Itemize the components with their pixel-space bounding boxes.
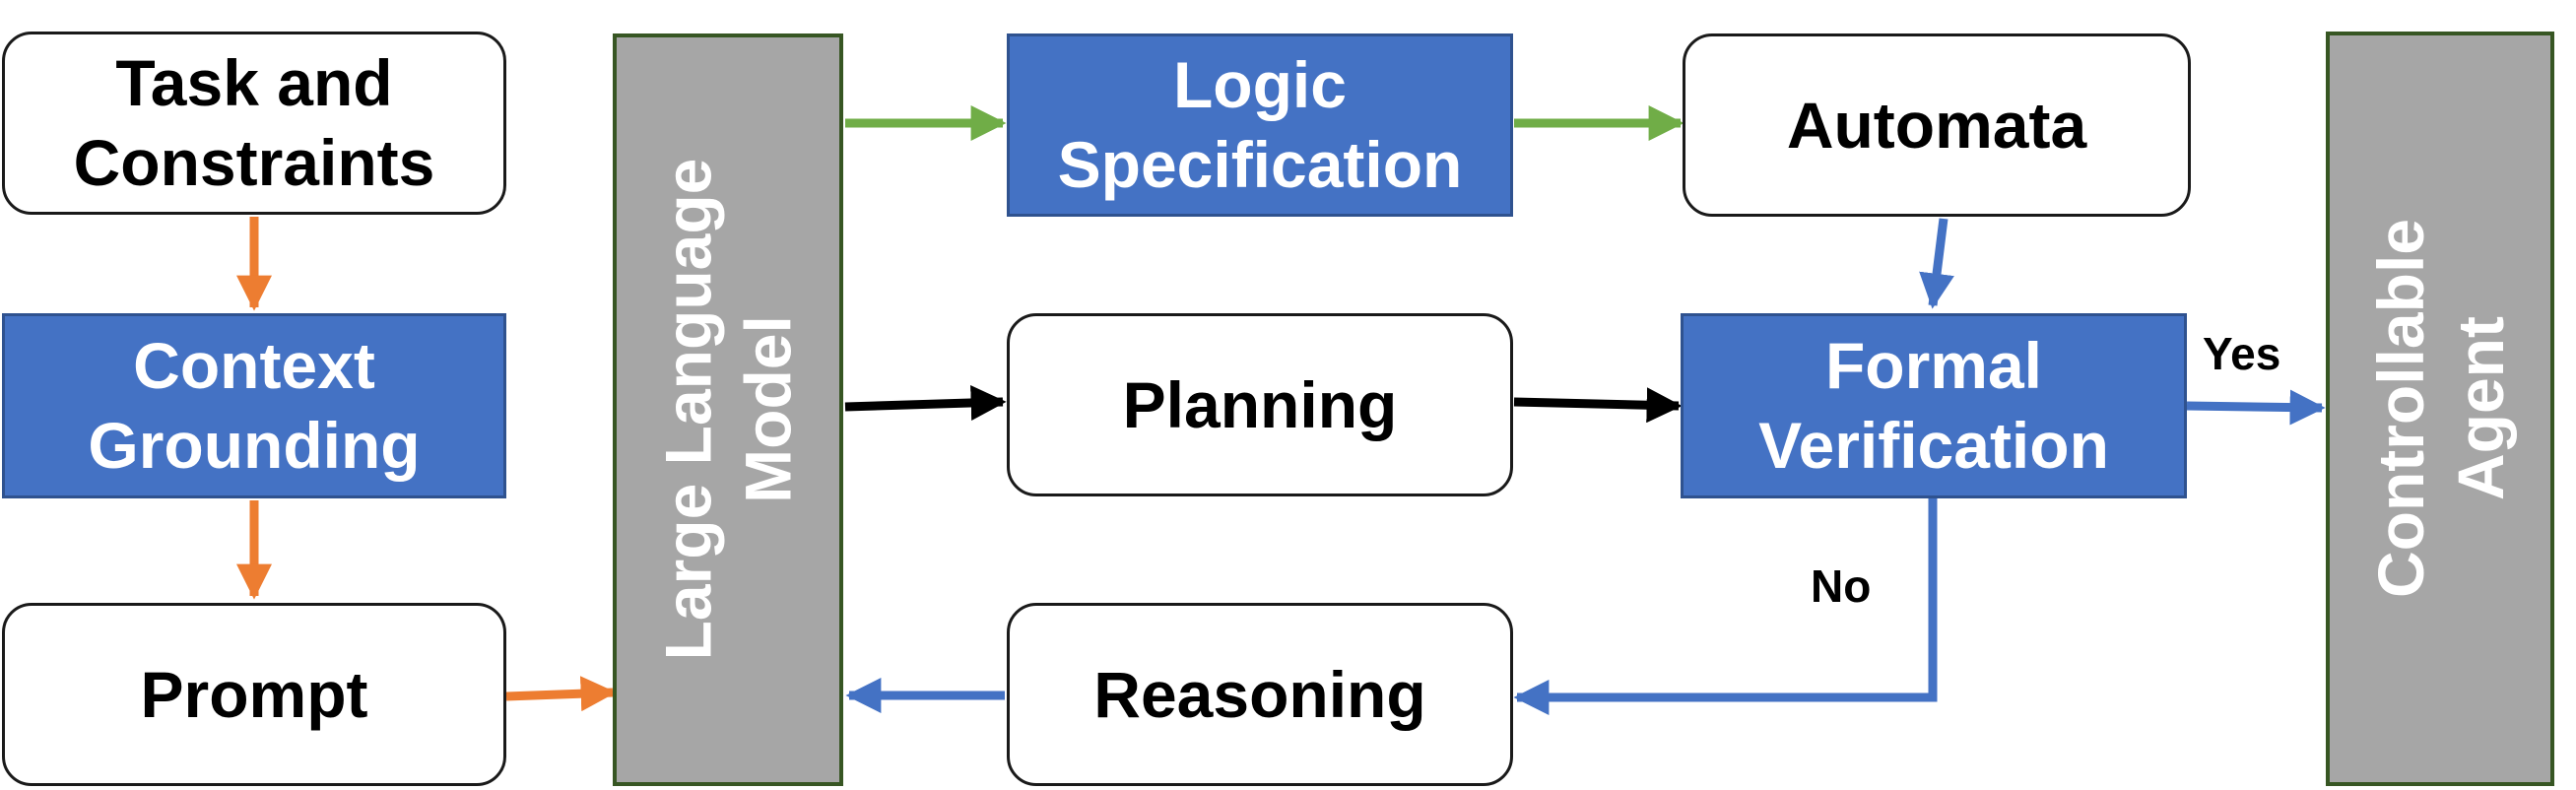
node-llm-line1: Large Language (651, 159, 725, 661)
edge-label-no: No (1811, 560, 1872, 612)
node-verification-line2: Verification (1758, 409, 2109, 482)
node-verification-line1: Formal (1824, 329, 2043, 403)
node-automata-label: Automata (1786, 88, 2087, 162)
node-prompt-label: Prompt (140, 657, 368, 731)
node-llm-line2: Model (731, 315, 805, 504)
node-automata: Automata (1683, 33, 2191, 217)
arrow-prompt-to-llm (505, 676, 617, 712)
arrow-planning-to-verification (1513, 387, 1683, 424)
arrow-verification-to-agent (2186, 389, 2326, 426)
node-context-line1: Context (133, 329, 375, 403)
node-prompt: Prompt (2, 603, 506, 786)
arrow-verification-to-reasoning (1513, 497, 1938, 715)
arrow-llm-to-planning (844, 385, 1007, 422)
node-agent-line1: Controllable (2363, 219, 2437, 599)
node-logic-line1: Logic (1172, 48, 1347, 122)
node-reasoning-label: Reasoning (1093, 657, 1426, 731)
node-planning: Planning (1007, 313, 1513, 496)
node-context-line2: Grounding (88, 409, 421, 482)
node-task-line2: Constraints (73, 126, 435, 199)
node-task-line1: Task and (115, 46, 393, 120)
node-agent-line2: Agent (2443, 316, 2517, 501)
edge-label-yes: Yes (2203, 328, 2281, 379)
node-reasoning: Reasoning (1007, 603, 1513, 786)
node-logic-line2: Specification (1057, 128, 1463, 201)
arrow-automata-to-verification (1919, 218, 1954, 309)
node-planning-label: Planning (1122, 367, 1398, 441)
